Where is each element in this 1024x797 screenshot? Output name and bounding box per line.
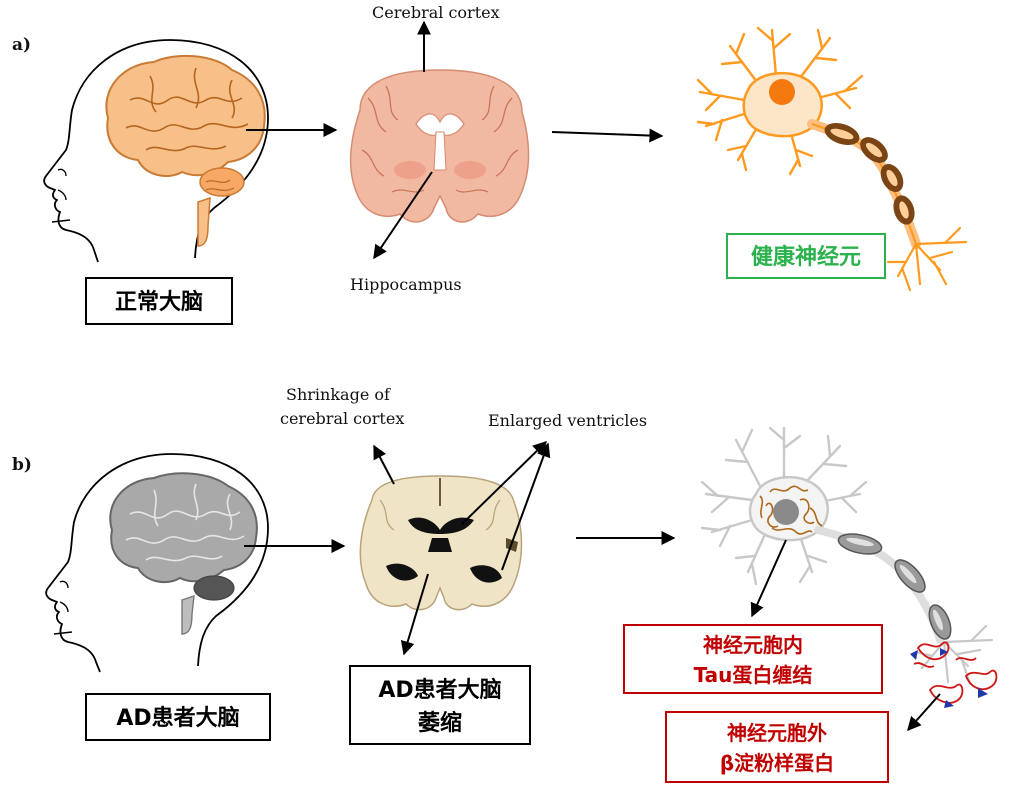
- label-shrinkage-2: cerebral cortex: [280, 409, 404, 428]
- panel-a: a): [12, 3, 968, 325]
- panel-b: b): [12, 385, 998, 783]
- svg-text:Tau蛋白缠结: Tau蛋白缠结: [694, 663, 813, 687]
- ad-brain: [109, 472, 258, 635]
- label-cerebral-cortex: Cerebral cortex: [372, 3, 500, 22]
- box-healthy-neuron: 健康神经元: [726, 233, 886, 279]
- healthy-brain-slice: [349, 69, 530, 223]
- panel-a-letter: a): [12, 35, 31, 55]
- amyloid-plaques: [910, 641, 998, 708]
- arrow-ventricle-1: [461, 441, 548, 525]
- ad-neuron: [700, 426, 998, 708]
- neuron-nucleus: [769, 79, 795, 105]
- svg-text:神经元胞内: 神经元胞内: [703, 633, 803, 657]
- arrow-slice-to-neuron-a: [551, 128, 664, 143]
- panel-b-letter: b): [12, 455, 32, 475]
- ad-neuron-nucleus: [773, 499, 799, 525]
- box-amyloid-beta: 神经元胞外 β淀粉样蛋白: [665, 711, 889, 783]
- healthy-neuron: [696, 26, 968, 292]
- ad-brain-slice: [359, 475, 523, 611]
- arrow-shrinkage: [373, 444, 395, 485]
- svg-text:萎缩: 萎缩: [418, 710, 462, 736]
- label-hippocampus: Hippocampus: [350, 275, 462, 294]
- healthy-brain: [105, 54, 266, 247]
- box-ad-brain: AD患者大脑: [85, 693, 271, 741]
- arrow-amyloid: [907, 693, 941, 732]
- head-silhouette-ad: [45, 453, 269, 673]
- label-shrinkage-1: Shrinkage of: [286, 385, 391, 404]
- arrow-tau: [750, 539, 787, 618]
- svg-text:β淀粉样蛋白: β淀粉样蛋白: [720, 751, 834, 775]
- svg-text:健康神经元: 健康神经元: [751, 244, 861, 270]
- svg-text:正常大脑: 正常大脑: [115, 289, 203, 315]
- box-normal-brain: 正常大脑: [85, 277, 233, 325]
- arrow-hippocampus: [373, 171, 433, 260]
- svg-text:神经元胞外: 神经元胞外: [727, 721, 827, 745]
- arrow-atrophy: [400, 573, 429, 656]
- tau-tangles: [759, 485, 823, 535]
- box-tau-tangles: 神经元胞内 Tau蛋白缠结: [623, 624, 883, 694]
- svg-text:AD患者大脑: AD患者大脑: [378, 677, 501, 703]
- head-silhouette-normal: [43, 39, 269, 263]
- box-ad-brain-atrophy: AD患者大脑 萎缩: [349, 665, 531, 745]
- arrow-ventricle-2: [501, 442, 551, 571]
- svg-text:AD患者大脑: AD患者大脑: [116, 705, 239, 731]
- label-enlarged-ventricles: Enlarged ventricles: [488, 411, 647, 430]
